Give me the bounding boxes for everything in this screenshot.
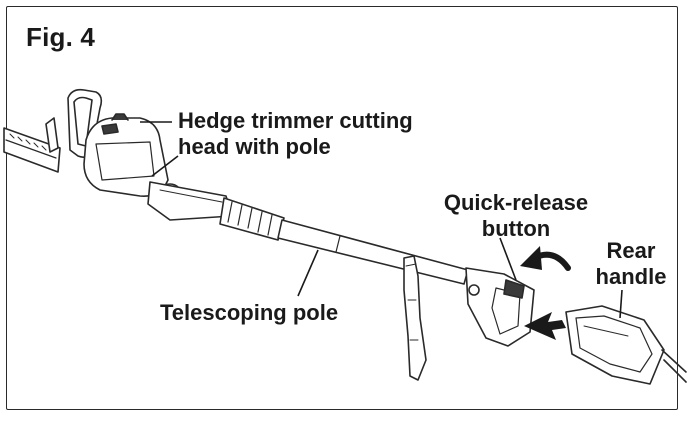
leader-cutting-head-2 [151,155,179,177]
blade-clip [45,117,59,153]
cutting-head-housing [83,113,233,221]
leader-quick-release [499,237,517,281]
curved-arrow-icon [520,246,571,271]
label-cutting-head-line-2: head with pole [178,134,331,159]
label-quick-release: Quick-release button [434,190,598,242]
push-arrow-icon [524,312,566,340]
pole-strap [403,255,427,381]
pole-coupling [219,197,285,241]
label-quick-release-line-1: Quick-release [443,190,589,215]
quick-release-coupler [465,267,535,347]
figure-title: Fig. 4 [26,22,96,52]
label-cutting-head-line-1: Hedge trimmer cutting [178,108,413,133]
figure-frame [6,6,678,410]
leader-lines [140,121,623,319]
label-quick-release-line-2: button [481,216,551,241]
hedge-blade [3,127,61,173]
rear-handle-shape [565,305,687,385]
label-rear-handle-line-2: handle [595,264,667,289]
leader-rear-handle [619,289,623,319]
label-rear-handle: Rear handle [586,238,676,290]
label-telescoping-pole: Telescoping pole [160,300,339,325]
label-rear-handle-line-1: Rear [606,238,656,263]
leader-telescoping-pole [297,249,319,297]
telescoping-pole-shape [277,219,469,285]
label-cutting-head: Hedge trimmer cutting head with pole [178,108,413,160]
